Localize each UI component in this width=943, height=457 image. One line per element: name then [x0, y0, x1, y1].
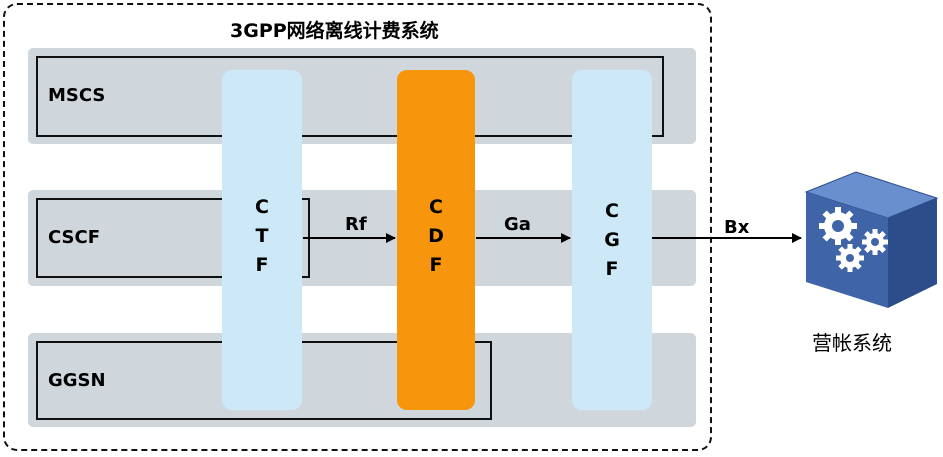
ggsn-label: GGSN: [48, 370, 106, 391]
cscf-label: CSCF: [48, 227, 101, 248]
diagram-title: 3GPP网络离线计费系统: [230, 20, 439, 42]
bx-label: Bx: [724, 217, 750, 238]
mscs-box: [36, 56, 664, 137]
billing-system-label: 营帐系统: [812, 331, 892, 355]
ctf-label: C T F: [255, 196, 269, 276]
ga-label: Ga: [504, 214, 531, 235]
cgf-label: C G F: [604, 200, 620, 280]
cdf-column: [397, 70, 475, 410]
rf-label: Rf: [345, 214, 367, 235]
cgf-column: [572, 70, 652, 410]
cdf-label: C D F: [428, 196, 444, 276]
system-boundary: [3, 3, 712, 451]
mscs-label: MSCS: [48, 85, 106, 106]
billing-server-icon: [804, 171, 939, 308]
ctf-column: [222, 70, 302, 410]
